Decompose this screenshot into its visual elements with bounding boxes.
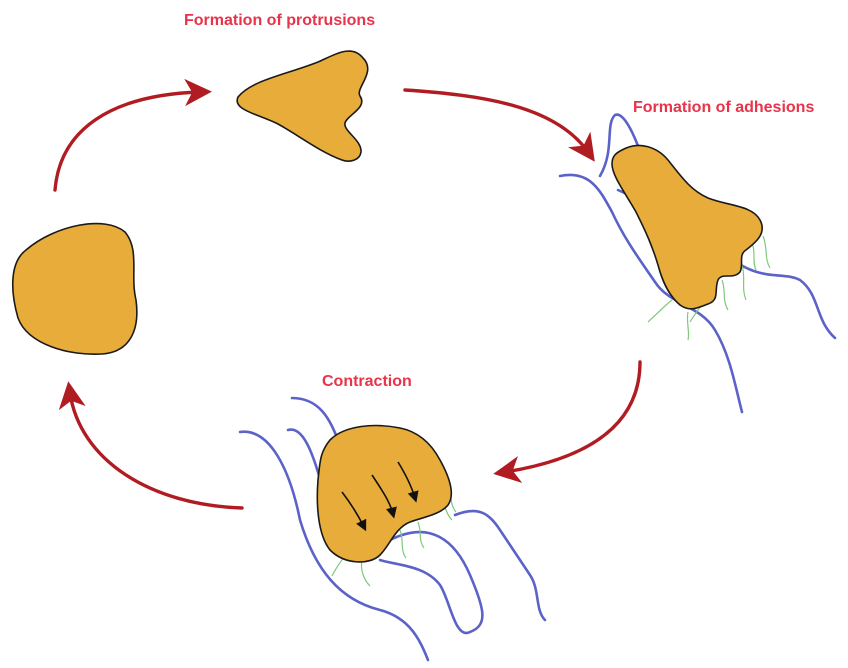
contraction-stage xyxy=(240,398,545,660)
curved-arrow-icon xyxy=(55,92,200,190)
curved-arrow-icon xyxy=(70,393,242,508)
cell-body xyxy=(237,51,368,161)
label-formation-of-protrusions: Formation of protrusions xyxy=(184,12,375,29)
matrix-fiber xyxy=(455,511,545,620)
label-formation-of-adhesions: Formation of adhesions xyxy=(633,99,814,116)
adhesion-contact xyxy=(763,236,770,268)
adhesion-contact xyxy=(648,300,672,322)
cell-body xyxy=(13,224,137,355)
adhesion-contact xyxy=(687,312,688,340)
cell-body xyxy=(612,145,762,308)
curved-arrow-icon xyxy=(505,362,640,472)
adhesion-stage xyxy=(560,115,835,412)
adhesion-contact xyxy=(742,265,746,300)
adhesion-contact xyxy=(361,560,370,586)
protrusion-cell xyxy=(237,51,368,161)
adhesion-contact xyxy=(418,522,424,548)
adhesion-contact xyxy=(752,243,756,270)
matrix-fiber xyxy=(380,532,482,633)
rounded-cell xyxy=(13,224,137,355)
label-contraction: Contraction xyxy=(322,373,412,390)
curved-arrow-icon xyxy=(405,90,588,152)
adhesion-contact xyxy=(722,280,728,310)
